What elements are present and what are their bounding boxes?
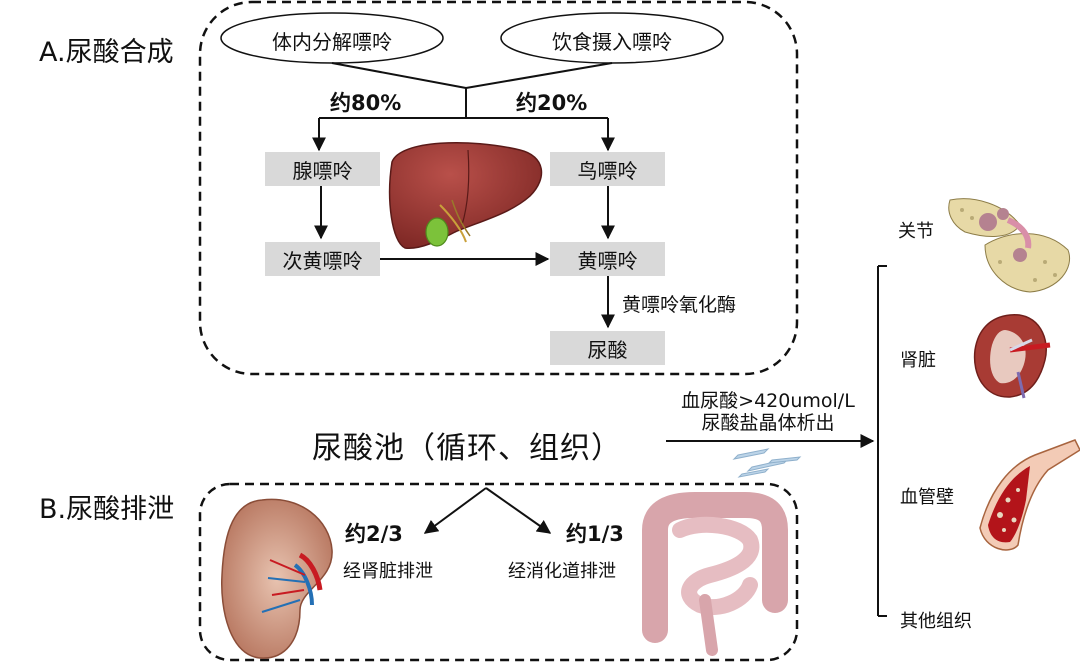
condition-line-2: 尿酸盐晶体析出 (701, 412, 835, 434)
uric-acid-pool-label: 尿酸池（循环、组织） (312, 431, 622, 466)
node-adenine: 腺嘌呤 (265, 152, 380, 186)
intestine-icon (642, 492, 788, 656)
pct-left-label: 约80% (330, 91, 402, 115)
synthesis-title: A.尿酸合成 (39, 37, 174, 68)
source-left-label: 体内分解嘌呤 (272, 30, 392, 54)
merge-lines (319, 62, 613, 119)
renal-pct-label: 约2/3 (345, 522, 403, 546)
tissue-joint-label: 关节 (898, 221, 934, 242)
arrow-pool-to-gi (485, 487, 552, 534)
node-hypoxanthine: 次黄嘌呤 (265, 242, 380, 276)
tissue-other-label: 其他组织 (900, 611, 972, 632)
source-right-label: 饮食摄入嘌呤 (552, 30, 672, 54)
deposition-condition: 血尿酸>420umol/L 尿酸盐晶体析出 (668, 390, 868, 434)
liver-icon (388, 141, 543, 249)
joint-icon (948, 198, 1070, 293)
arrow-pool-to-renal (423, 487, 487, 534)
gi-pct-label: 约1/3 (566, 522, 624, 546)
node-uric-acid: 尿酸 (550, 331, 665, 365)
kidney-icon (973, 314, 1051, 399)
excretion-title: B.尿酸排泄 (39, 494, 175, 525)
synthesis-frame (198, 0, 799, 376)
vessel-icon (979, 439, 1080, 551)
gallbladder-icon (425, 217, 449, 247)
tissue-kidney-label: 肾脏 (900, 350, 936, 371)
node-guanine: 鸟嘌呤 (550, 152, 665, 186)
condition-line-1: 血尿酸>420umol/L (681, 390, 855, 412)
kidney-large-icon (221, 498, 333, 659)
renal-excretion-label: 经肾脏排泄 (343, 561, 433, 582)
tissue-vessel-label: 血管壁 (900, 487, 954, 508)
pct-right-label: 约20% (516, 91, 588, 115)
node-xanthine: 黄嘌呤 (550, 242, 665, 276)
crystal-icon (732, 448, 802, 478)
enzyme-label: 黄嘌呤氧化酶 (622, 294, 737, 316)
gi-excretion-label: 经消化道排泄 (508, 561, 616, 582)
tissue-bracket (877, 265, 887, 617)
